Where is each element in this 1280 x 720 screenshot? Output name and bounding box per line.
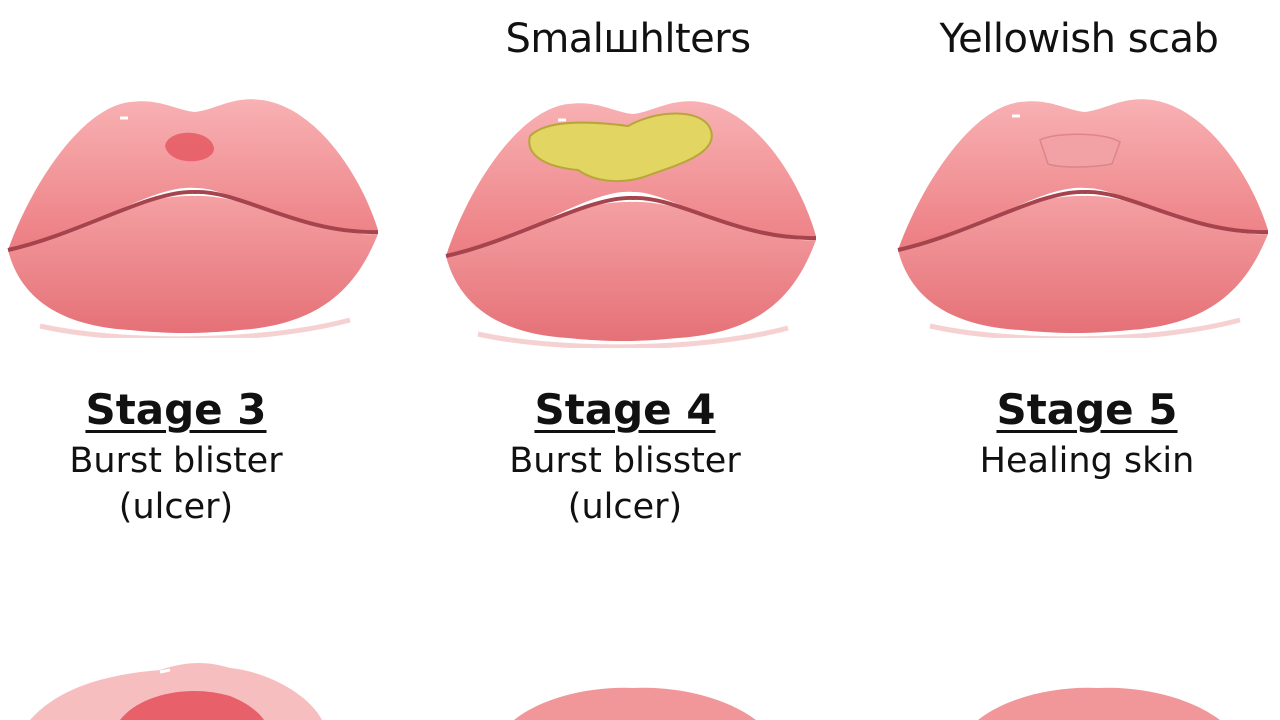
lower-lip: [8, 195, 378, 333]
upper-lip: [8, 99, 378, 251]
lips-stage-4-illustration: [445, 101, 817, 348]
mouth-line: [897, 189, 1269, 252]
lips-bottom-row-3: [978, 687, 1220, 720]
stage-5-title: Stage 5: [996, 385, 1178, 434]
stage-5-label: Stage 5 Healing skin: [927, 382, 1247, 484]
lower-lip: [446, 201, 816, 341]
stage-4-title: Stage 4: [534, 385, 716, 434]
mouth-line: [7, 189, 379, 252]
stage-5-description: Healing skin: [979, 441, 1195, 481]
yellow-scab: [528, 112, 713, 183]
sore-blister: [120, 690, 264, 720]
top-label-yellowish-scab: Yellowish scab: [939, 16, 1219, 62]
upper-lip: [898, 99, 1268, 251]
healing-skin-patch: [1039, 133, 1121, 168]
stage-3-description: Burst blister (ulcer): [69, 441, 283, 527]
lower-lip: [898, 195, 1268, 333]
stage-3-label: Stage 3 Burst blister (ulcer): [16, 382, 336, 530]
stage-4-description: Burst blisster (ulcer): [509, 441, 741, 527]
top-label-blisters: Smalшhlters: [505, 16, 751, 62]
sore-blister: [165, 132, 215, 162]
stage-4-label: Stage 4 Burst blisster (ulcer): [465, 382, 785, 530]
lips-bottom-row-2: [514, 687, 756, 720]
lips-stage-3-illustration: [7, 99, 379, 338]
mouth-line: [445, 195, 817, 258]
stage-3-title: Stage 3: [85, 385, 267, 434]
lips-stage-5-illustration: [897, 99, 1269, 338]
lips-bottom-row-1: [30, 663, 322, 720]
